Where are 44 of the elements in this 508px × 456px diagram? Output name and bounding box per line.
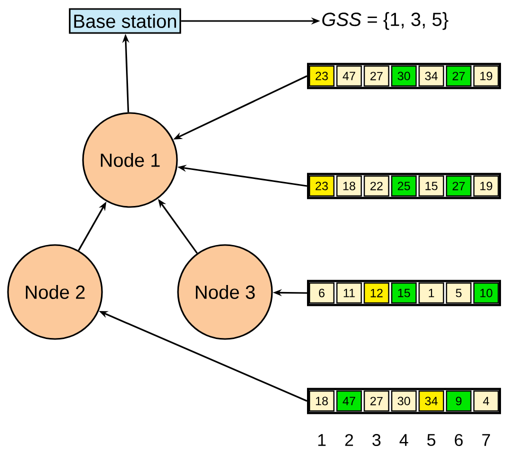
array-cell: 11 [336,282,362,304]
array-cell: 1 [418,282,444,304]
column-number: 4 [400,434,408,446]
column-number: 3 [372,434,380,446]
value-array [307,388,501,414]
array-cell: 4 [473,390,499,412]
array-cell: 30 [391,390,417,412]
column-number: 5 [427,434,436,446]
array-cell: 9 [446,390,472,412]
array-cell: 23 [308,175,334,197]
sensor-node: Node 3 [177,244,273,340]
column-number: 1 [318,434,326,446]
sensor-node: Node 1 [82,112,178,208]
value-array [307,62,501,90]
array-cell: 34 [418,65,444,87]
array-cell: 19 [473,65,499,87]
array-cell: 27 [446,65,472,87]
array-cell: 6 [308,282,334,304]
array-cell: 34 [418,390,444,412]
array-cell: 23 [308,65,334,87]
array-cell: 22 [364,175,390,197]
array-cell: 47 [336,65,362,87]
value-array [307,172,501,200]
array-cell: 27 [364,390,390,412]
column-number: 2 [345,434,353,446]
column-number: 6 [454,434,463,446]
array-cell: 30 [391,65,417,87]
array-cell: 25 [391,175,417,197]
set-label: GSS = {1, 3, 5} [322,12,448,30]
array-cell: 27 [446,175,472,197]
array-cell: 18 [336,175,362,197]
array-cell: 5 [446,282,472,304]
array-cell: 27 [364,65,390,87]
array-cell: 15 [391,282,417,304]
array-cell: 18 [308,390,334,412]
station-box: Base station [68,8,182,34]
value-array [307,280,501,306]
sensor-node: Node 2 [7,244,103,340]
array-cell: 12 [364,282,390,304]
array-cell: 47 [336,390,362,412]
array-cell: 19 [473,175,499,197]
array-cell: 15 [418,175,444,197]
column-number: 7 [482,434,490,446]
array-cell: 10 [473,282,499,304]
